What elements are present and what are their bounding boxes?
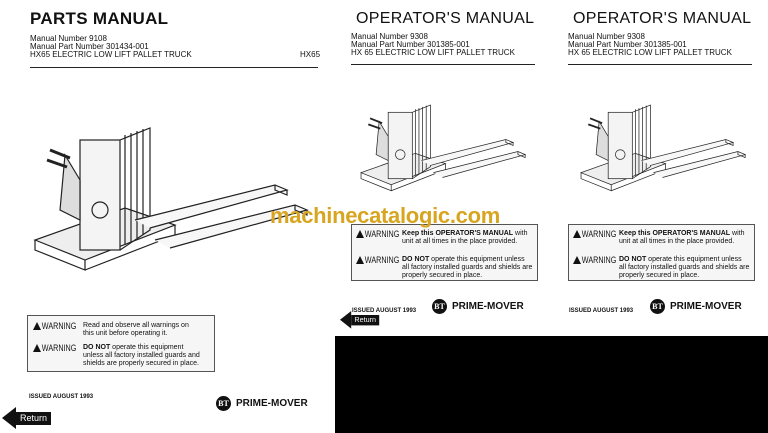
arrow-left-icon bbox=[340, 311, 352, 329]
pallet-truck-illustration bbox=[360, 104, 527, 192]
warning-box: WARNING Keep this OPERATOR'S MANUAL with… bbox=[568, 224, 755, 281]
warning-triangle-icon bbox=[573, 230, 581, 238]
product-name: HX 65 ELECTRIC LOW LIFT PALLET TRUCK bbox=[351, 48, 515, 57]
warning-text: DO NOT operate this equipment unless all… bbox=[83, 344, 200, 367]
warning-triangle-icon bbox=[356, 230, 364, 238]
manual-part-number: Manual Part Number 301385-001 bbox=[351, 40, 470, 49]
warning-triangle-icon bbox=[356, 256, 364, 264]
warning-row: WARNING DO NOT operate this equipment un… bbox=[356, 256, 533, 280]
manual-number: Manual Number 9308 bbox=[351, 32, 428, 41]
warning-text: Keep this OPERATOR'S MANUAL with unit at… bbox=[402, 230, 528, 245]
warning-box: WARNING Read and observe all warnings on… bbox=[27, 315, 215, 372]
manual-number: Manual Number 9308 bbox=[568, 32, 645, 41]
divider bbox=[351, 64, 535, 65]
return-button[interactable]: Return bbox=[340, 311, 380, 329]
warning-row: WARNING DO NOT operate this equipment un… bbox=[573, 256, 750, 280]
prime-mover-logo: BT PRIME-MOVER bbox=[432, 299, 524, 314]
warning-row: WARNING Keep this OPERATOR'S MANUAL with… bbox=[356, 230, 533, 246]
bt-logo-icon: BT bbox=[650, 299, 665, 314]
warning-row: WARNING DO NOT operate this equipment un… bbox=[33, 344, 209, 368]
warning-triangle-icon bbox=[33, 344, 41, 352]
watermark: machinecatalogic.com bbox=[270, 203, 500, 228]
warning-row: WARNING Read and observe all warnings on… bbox=[33, 322, 209, 338]
warning-label: WARNING bbox=[356, 256, 399, 265]
manual-part-number: Manual Part Number 301434-001 bbox=[30, 42, 149, 51]
page-title: OPERATOR'S MANUAL bbox=[356, 10, 535, 27]
product-name: HX 65 ELECTRIC LOW LIFT PALLET TRUCK bbox=[568, 48, 732, 57]
warning-row: WARNING Keep this OPERATOR'S MANUAL with… bbox=[573, 230, 750, 246]
warning-triangle-icon bbox=[33, 322, 41, 330]
warning-text: DO NOT operate this equipment unless all… bbox=[619, 256, 750, 279]
warning-text: Keep this OPERATOR'S MANUAL with unit at… bbox=[619, 230, 745, 245]
model-code: HX65 bbox=[300, 50, 321, 59]
pallet-truck-illustration bbox=[33, 126, 309, 272]
return-button[interactable]: Return bbox=[2, 407, 52, 429]
manual-number: Manual Number 9108 bbox=[30, 34, 107, 43]
manual-part-number: Manual Part Number 301385-001 bbox=[568, 40, 687, 49]
product-name: HX65 ELECTRIC LOW LIFT PALLET TRUCK bbox=[30, 50, 192, 59]
bt-logo-icon: BT bbox=[432, 299, 447, 314]
pallet-truck-illustration bbox=[580, 104, 747, 192]
warning-label: WARNING bbox=[33, 322, 76, 331]
page-title: OPERATOR'S MANUAL bbox=[573, 10, 752, 27]
divider bbox=[568, 64, 752, 65]
arrow-left-icon bbox=[2, 407, 16, 429]
warning-text: DO NOT operate this equipment unless all… bbox=[402, 256, 533, 279]
prime-mover-logo: BT PRIME-MOVER bbox=[650, 299, 742, 314]
divider bbox=[30, 67, 318, 68]
issued-date: ISSUED AUGUST 1993 bbox=[29, 394, 94, 400]
warning-label: WARNING bbox=[33, 344, 76, 353]
bt-logo-icon: BT bbox=[216, 396, 231, 411]
prime-mover-logo: BT PRIME-MOVER bbox=[216, 396, 308, 411]
warning-box: WARNING Keep this OPERATOR'S MANUAL with… bbox=[351, 224, 538, 281]
page-title: PARTS MANUAL bbox=[30, 9, 169, 28]
issued-date: ISSUED AUGUST 1993 bbox=[569, 308, 634, 314]
warning-triangle-icon bbox=[573, 256, 581, 264]
warning-label: WARNING bbox=[356, 230, 399, 239]
issued-date: ISSUED AUGUST 1993 bbox=[352, 308, 417, 314]
warning-label: WARNING bbox=[573, 256, 616, 265]
black-panel bbox=[335, 336, 768, 433]
warning-label: WARNING bbox=[573, 230, 616, 239]
warning-text: Read and observe all warnings on this un… bbox=[83, 322, 189, 337]
